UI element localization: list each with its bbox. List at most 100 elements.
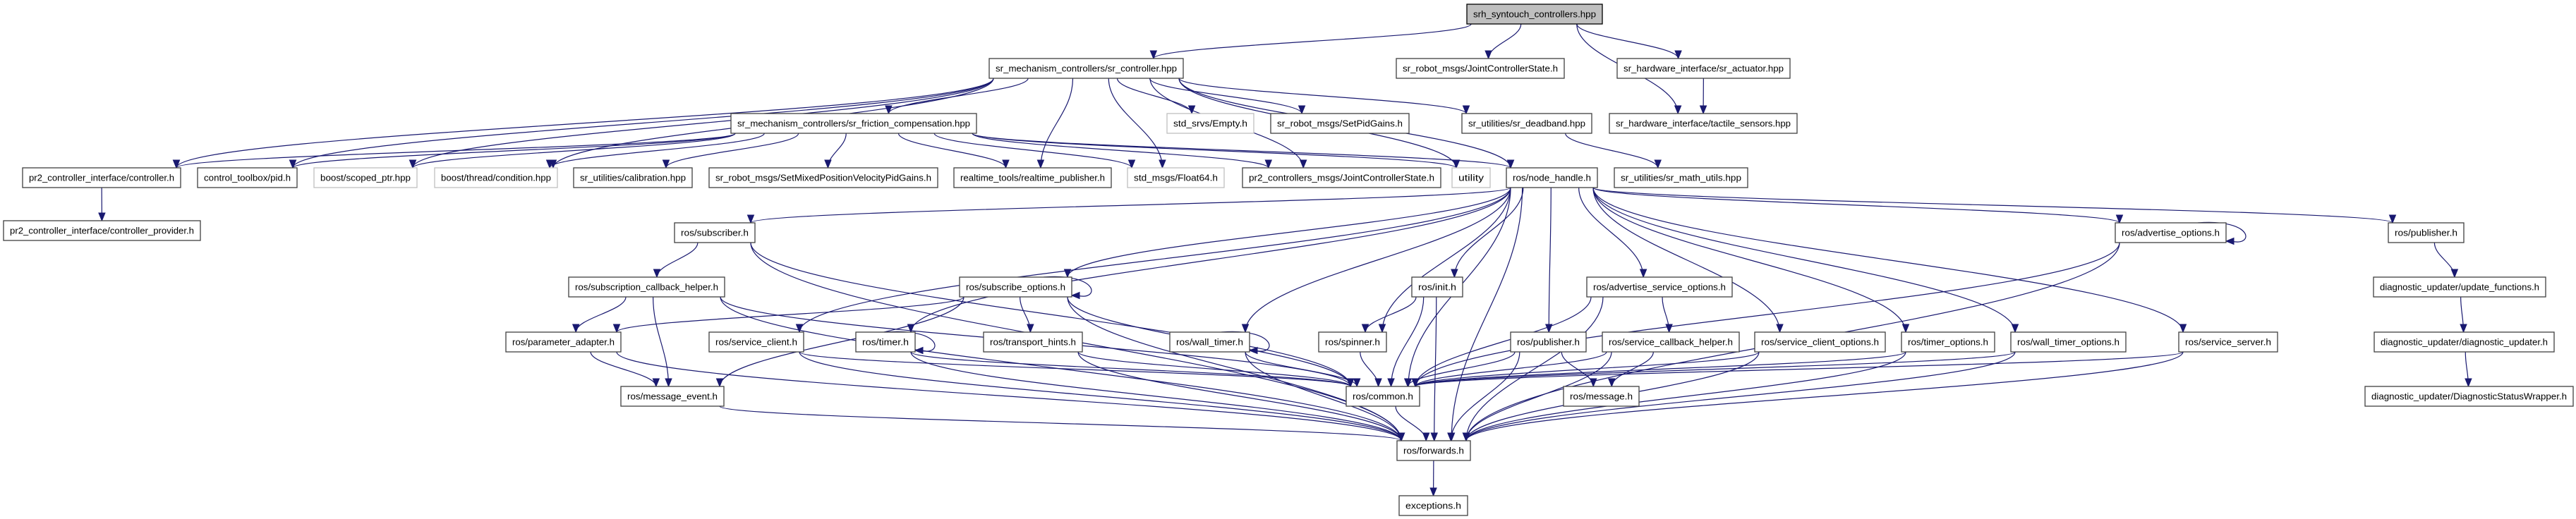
edge-ros-common-h-to-ros-forwards-h-arrowhead xyxy=(1422,432,1430,442)
node-sr-mechanism-controllers-sr-controller-hpp[interactable]: sr_mechanism_controllers/sr_controller.h… xyxy=(988,58,1184,79)
node-box xyxy=(1396,58,1565,79)
node-diagnostic-updater-diagnostic-updater-h[interactable]: diagnostic_updater/diagnostic_updater.h xyxy=(2374,331,2555,353)
node-ros-service-callback-helper-h[interactable]: ros/service_callback_helper.h xyxy=(1602,331,1740,353)
node-box xyxy=(674,222,756,243)
node-ros-wall-timer-h[interactable]: ros/wall_timer.h xyxy=(1169,331,1250,353)
node-ros-timer-h[interactable]: ros/timer.h xyxy=(855,331,916,353)
edge-ros-forwards-h-to-exceptions-h-arrowhead xyxy=(1429,487,1437,497)
node-sr-mechanism-controllers-sr-friction-compensation-hpp[interactable]: sr_mechanism_controllers/sr_friction_com… xyxy=(730,113,977,134)
node-exceptions-h[interactable]: exceptions.h xyxy=(1398,495,1468,516)
edge-ros-node-handle-h-to-ros-timer-options-h xyxy=(1592,187,1906,333)
node-sr-utilities-calibration-hpp[interactable]: sr_utilities/calibration.hpp xyxy=(573,167,693,188)
edge-pr2-controller-interface-controller-h-to-pr2-controller-interface-controller-provider-h-arrowhead xyxy=(98,212,106,222)
node-diagnostic-updater-update-functions-h[interactable]: diagnostic_updater/update_functions.h xyxy=(2373,276,2546,298)
node-label: pr2_controllers_msgs/JointControllerStat… xyxy=(1249,173,1434,183)
node-label: realtime_tools/realtime_publisher.h xyxy=(960,173,1105,183)
node-sr-hardware-interface-tactile-sensors-hpp[interactable]: sr_hardware_interface/tactile_sensors.hp… xyxy=(1609,113,1798,134)
node-pr2-controllers-msgs-jointcontrollerstate-h[interactable]: pr2_controllers_msgs/JointControllerStat… xyxy=(1242,167,1441,188)
node-pr2-controller-interface-controller-h[interactable]: pr2_controller_interface/controller.h xyxy=(22,167,181,188)
node-control-toolbox-pid-h[interactable]: control_toolbox/pid.h xyxy=(197,167,298,188)
edge-ros-node-handle-h-to-ros-init-h xyxy=(1453,187,1524,278)
edge-srh-syntouch-controllers-hpp-to-sr-hardware-interface-sr-actuator-hpp-arrowhead xyxy=(1674,50,1682,60)
edge-ros-node-handle-h-to-ros-subscribe-options-h-arrowhead xyxy=(1063,269,1072,279)
edge-ros-node-handle-h-to-ros-wall-timer-options-h xyxy=(1592,187,2016,333)
node-sr-robot-msgs-jointcontrollerstate-h[interactable]: sr_robot_msgs/JointControllerState.h xyxy=(1396,58,1565,79)
node-sr-hardware-interface-sr-actuator-hpp[interactable]: sr_hardware_interface/sr_actuator.hpp xyxy=(1616,58,1791,79)
node-box xyxy=(1169,331,1250,353)
node-ros-subscribe-options-h[interactable]: ros/subscribe_options.h xyxy=(959,276,1072,298)
node-ros-node-handle-h[interactable]: ros/node_handle.h xyxy=(1506,167,1598,188)
edge-ros-service-client-options-h-to-ros-common-h xyxy=(1415,351,1760,387)
node-ros-service-client-options-h[interactable]: ros/service_client_options.h xyxy=(1754,331,1886,353)
edge-ros-node-handle-h-to-ros-service-server-h xyxy=(1592,187,2184,333)
node-label: diagnostic_updater/update_functions.h xyxy=(2380,282,2539,293)
node-sr-robot-msgs-setpidgains-h[interactable]: sr_robot_msgs/SetPidGains.h xyxy=(1270,113,1410,134)
edge-sr-mechanism-controllers-sr-friction-compensation-hpp-to-control-toolbox-pid-h xyxy=(292,133,736,169)
edge-sr-mechanism-controllers-sr-friction-compensation-hpp-to-sr-utilities-calibration-hpp xyxy=(665,133,799,169)
node-diagnostic-updater-diagnosticstatuswrapper-h[interactable]: diagnostic_updater/DiagnosticStatusWrapp… xyxy=(2364,386,2574,407)
edge-ros-node-handle-h-to-ros-timer-options-h-arrowhead xyxy=(1901,324,1910,334)
node-box xyxy=(2115,222,2227,243)
node-std-srvs-empty-h[interactable]: std_srvs/Empty.h xyxy=(1166,113,1254,134)
edge-sr-mechanism-controllers-sr-controller-hpp-to-pr2-controllers-msgs-jointcontrollerstate-h-arrowhead xyxy=(1299,159,1307,169)
edge-sr-mechanism-controllers-sr-friction-compensation-hpp-to-ros-node-handle-h xyxy=(972,133,1511,169)
node-ros-message-event-h[interactable]: ros/message_event.h xyxy=(620,386,725,407)
edge-ros-node-handle-h-to-ros-timer-h-arrowhead xyxy=(907,324,915,334)
edge-ros-node-handle-h-to-ros-publisher-h xyxy=(1592,187,2393,224)
node-label: ros/timer.h xyxy=(862,337,909,348)
edge-sr-mechanism-controllers-sr-friction-compensation-hpp-to-pr2-controller-interface-controller-h-arrowhead xyxy=(172,159,181,169)
edge-ros-node-handle-h-to-ros-forwards-h xyxy=(1451,187,1523,441)
node-std-msgs-float64-h[interactable]: std_msgs/Float64.h xyxy=(1127,167,1225,188)
node-label: control_toolbox/pid.h xyxy=(204,173,291,183)
edge-srh-syntouch-controllers-hpp-to-sr-mechanism-controllers-sr-controller-hpp xyxy=(1153,23,1472,59)
nodes-layer: srh_syntouch_controllers.hpp sr_mechanism… xyxy=(3,4,2574,516)
node-ros-spinner-h[interactable]: ros/spinner.h xyxy=(1318,331,1387,353)
node-ros-publisher-h[interactable]: ros/publisher.h xyxy=(1510,331,1587,353)
edge-sr-mechanism-controllers-sr-friction-compensation-hpp-to-sr-utilities-calibration-hpp-arrowhead xyxy=(662,159,670,169)
node-ros-init-h[interactable]: ros/init.h xyxy=(1411,276,1463,298)
node-utility[interactable]: utility xyxy=(1451,167,1491,188)
node-ros-common-h[interactable]: ros/common.h xyxy=(1346,386,1420,407)
node-pr2-controller-interface-controller-provider-h[interactable]: pr2_controller_interface/controller_prov… xyxy=(3,220,201,241)
edge-ros-node-handle-h-to-ros-advertise-options-h-arrowhead xyxy=(2115,214,2124,224)
node-box xyxy=(1506,167,1598,188)
edge-ros-wall-timer-options-h-to-ros-forwards-h xyxy=(1465,351,2016,441)
edge-ros-advertise-options-h-to-ros-advertise-options-h-arrowhead xyxy=(2225,237,2235,245)
edge-ros-transport-hints-h-to-ros-forwards-h xyxy=(1077,351,1402,441)
node-box xyxy=(855,331,916,353)
edge-srh-syntouch-controllers-hpp-to-sr-robot-msgs-jointcontrollerstate-h xyxy=(1487,23,1522,59)
edge-ros-advertise-options-h-to-ros-common-h-arrowhead xyxy=(1411,378,1420,388)
node-label: ros/advertise_options.h xyxy=(2122,228,2220,238)
node-box xyxy=(1127,167,1225,188)
node-realtime-tools-realtime-publisher-h[interactable]: realtime_tools/realtime_publisher.h xyxy=(953,167,1112,188)
edge-sr-mechanism-controllers-sr-friction-compensation-hpp-to-utility-arrowhead xyxy=(1452,159,1461,169)
node-label: srh_syntouch_controllers.hpp xyxy=(1473,9,1596,20)
node-ros-timer-options-h[interactable]: ros/timer_options.h xyxy=(1901,331,1995,353)
node-ros-transport-hints-h[interactable]: ros/transport_hints.h xyxy=(983,331,1083,353)
node-boost-scoped-ptr-hpp[interactable]: boost/scoped_ptr.hpp xyxy=(313,167,418,188)
node-ros-publisher-h[interactable]: ros/publisher.h xyxy=(2388,222,2465,243)
edge-sr-mechanism-controllers-sr-controller-hpp-to-sr-utilities-sr-deadband-hpp xyxy=(1178,78,1467,114)
node-ros-subscription-callback-helper-h[interactable]: ros/subscription_callback_helper.h xyxy=(568,276,725,298)
node-box xyxy=(1614,167,1748,188)
edge-sr-mechanism-controllers-sr-controller-hpp-to-control-toolbox-pid-h xyxy=(292,78,994,169)
node-ros-subscriber-h[interactable]: ros/subscriber.h xyxy=(674,222,756,243)
node-box xyxy=(1461,113,1592,134)
edge-sr-hardware-interface-sr-actuator-hpp-to-sr-hardware-interface-tactile-sensors-hpp-arrowhead xyxy=(1699,105,1707,115)
node-srh-syntouch-controllers-hpp[interactable]: srh_syntouch_controllers.hpp xyxy=(1466,4,1603,25)
node-sr-utilities-sr-deadband-hpp[interactable]: sr_utilities/sr_deadband.hpp xyxy=(1461,113,1592,134)
node-sr-robot-msgs-setmixedpositionvelocitypidgains-h[interactable]: sr_robot_msgs/SetMixedPositionVelocityPi… xyxy=(708,167,938,188)
edge-ros-subscriber-h-to-ros-subscription-callback-helper-h xyxy=(656,242,699,278)
node-ros-message-h[interactable]: ros/message.h xyxy=(1563,386,1640,407)
node-ros-parameter-adapter-h[interactable]: ros/parameter_adapter.h xyxy=(505,331,622,353)
node-ros-advertise-options-h[interactable]: ros/advertise_options.h xyxy=(2115,222,2227,243)
node-box xyxy=(959,276,1072,298)
node-box xyxy=(1411,276,1463,298)
node-sr-utilities-sr-math-utils-hpp[interactable]: sr_utilities/sr_math_utils.hpp xyxy=(1614,167,1748,188)
node-ros-forwards-h[interactable]: ros/forwards.h xyxy=(1396,440,1471,461)
node-boost-thread-condition-hpp[interactable]: boost/thread/condition.hpp xyxy=(434,167,558,188)
node-ros-service-client-h[interactable]: ros/service_client.h xyxy=(708,331,804,353)
node-ros-service-server-h[interactable]: ros/service_server.h xyxy=(2178,331,2278,353)
node-ros-advertise-service-options-h[interactable]: ros/advertise_service_options.h xyxy=(1586,276,1733,298)
node-ros-wall-timer-options-h[interactable]: ros/wall_timer_options.h xyxy=(2010,331,2127,353)
